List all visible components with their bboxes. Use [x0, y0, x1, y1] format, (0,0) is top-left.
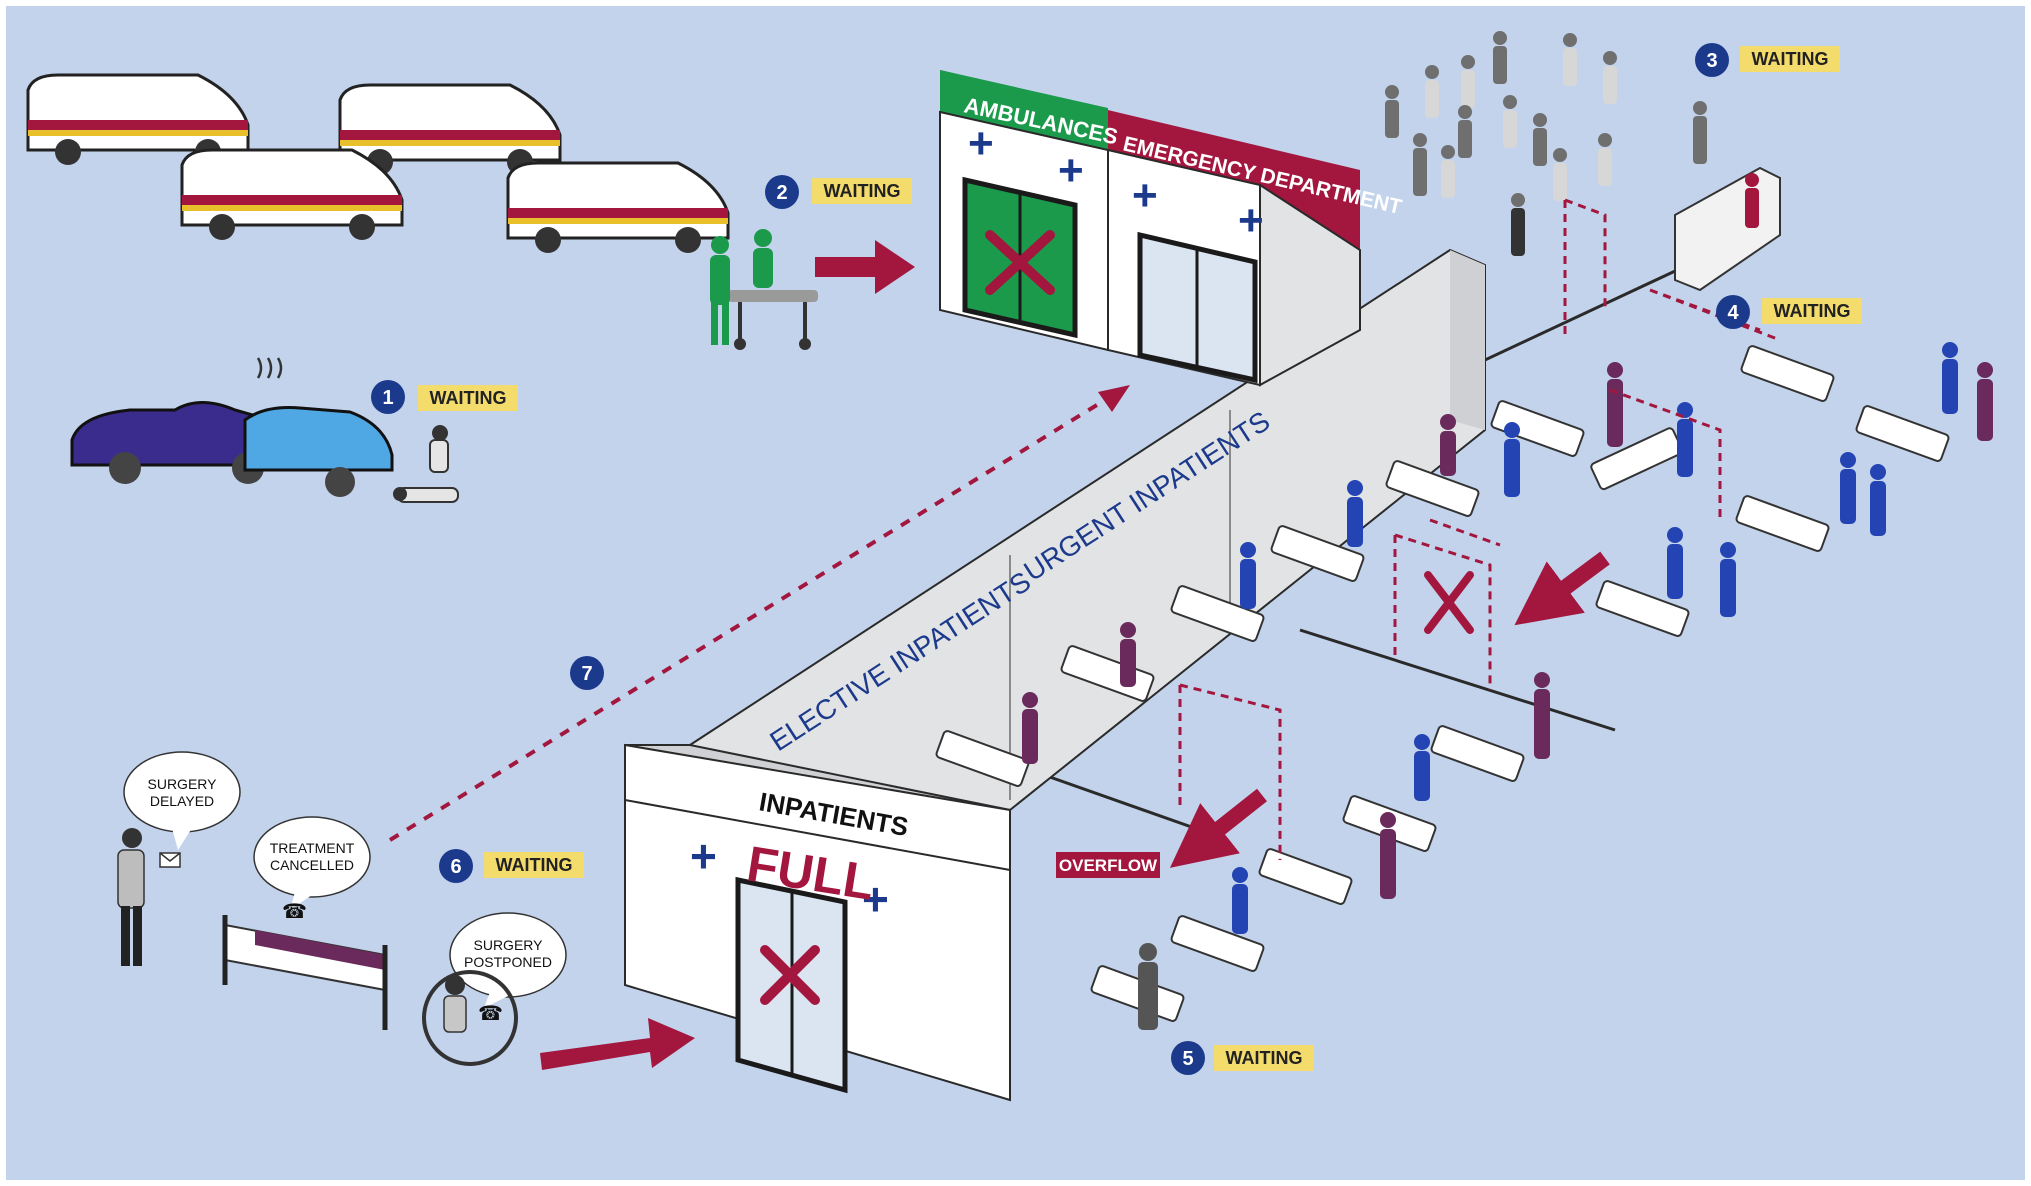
ambulance-vehicle	[338, 83, 562, 175]
step-1-badge	[418, 385, 518, 411]
step-5-number: 5	[1182, 1048, 1193, 1070]
bubble-line: POSTPONED	[464, 954, 552, 970]
bubble-line: TREATMENT	[270, 840, 355, 856]
step-4-label: WAITING	[1774, 301, 1851, 321]
overflow-label: OVERFLOW	[1059, 856, 1158, 875]
step-2-number-circle	[765, 175, 799, 209]
arrow-down-left-icon	[1514, 551, 1610, 626]
dashed-boundaries	[1178, 198, 1781, 860]
step-3-badge	[1740, 46, 1840, 72]
step-2-badge	[812, 178, 912, 204]
step-1-label: WAITING	[430, 388, 507, 408]
step-1-number-circle	[371, 380, 405, 414]
ambulance-fleet	[26, 73, 730, 253]
ambulance-vehicle	[506, 161, 730, 253]
arrow-right-icon	[815, 240, 915, 294]
bubble-line: SURGERY	[474, 937, 544, 953]
step-3-number-circle	[1695, 43, 1729, 77]
plus-icon: +	[862, 873, 889, 925]
phone-icon: ☎	[478, 1003, 503, 1025]
plus-icon: +	[1132, 171, 1158, 220]
reception-desk	[1674, 166, 1781, 292]
bubble-line: SURGERY	[148, 776, 218, 792]
bubble-line: DELAYED	[150, 793, 214, 809]
waiting-patients: ☎ ☎	[117, 828, 518, 1066]
hospital-walls: + + + + + +	[624, 70, 1721, 1102]
plus-icon: +	[1058, 146, 1084, 195]
step-4-number: 4	[1727, 302, 1739, 324]
plus-icon: +	[968, 119, 994, 168]
ambulance-sign-band	[940, 70, 1108, 150]
step-3-number: 3	[1706, 50, 1717, 72]
wheelchair-icon	[422, 970, 518, 1066]
step-7-number: 7	[581, 663, 592, 685]
ward-staff	[1022, 342, 1993, 1030]
arrow-down-left-icon	[1169, 788, 1267, 868]
step-5-number-circle	[1171, 1041, 1205, 1075]
inpatients-sign-line	[624, 799, 1011, 871]
step-6-badge	[484, 852, 584, 878]
bubble-line: CANCELLED	[270, 857, 354, 873]
speech-bubble-surgery-delayed: SURGERY DELAYED	[123, 751, 241, 850]
phone-icon: ☎	[282, 901, 307, 923]
flow-arrows	[540, 240, 1610, 1070]
speech-bubble-treatment-cancelled: TREATMENT CANCELLED	[253, 816, 371, 910]
ambulance-vehicle	[180, 148, 404, 240]
plus-icon: +	[1238, 196, 1264, 245]
plus-icon: +	[690, 830, 717, 882]
step-2-number: 2	[776, 182, 787, 204]
waiting-crowd	[1385, 31, 1707, 256]
step-4-badge	[1762, 298, 1862, 324]
floor-line-right	[1299, 628, 1616, 732]
closed-bay-x-icon	[1424, 571, 1474, 634]
dashed-arrow-head-icon	[1098, 385, 1130, 412]
step-6-label: WAITING	[496, 855, 573, 875]
step-7-number-circle	[570, 656, 604, 690]
inpatients-door-x-icon	[760, 945, 820, 1005]
ambulance-door-x-icon	[985, 230, 1055, 295]
car-crash	[70, 357, 459, 503]
step-1-number: 1	[382, 387, 393, 409]
speech-bubble-surgery-postponed: SURGERY POSTPONED	[449, 912, 567, 1008]
overflow-badge	[1056, 852, 1160, 878]
ed-side-wall	[1259, 183, 1361, 387]
wall-edge	[1450, 250, 1485, 430]
step-4-number-circle	[1716, 295, 1750, 329]
step-6-number: 6	[450, 856, 461, 878]
step-5-badge	[1214, 1045, 1314, 1071]
step-6-number-circle	[439, 849, 473, 883]
step-2-label: WAITING	[824, 181, 901, 201]
paramedics-stretcher	[710, 229, 818, 350]
arrow-right-icon	[540, 1018, 695, 1070]
step-5-label: WAITING	[1226, 1048, 1303, 1068]
step-3-label: WAITING	[1752, 49, 1829, 69]
